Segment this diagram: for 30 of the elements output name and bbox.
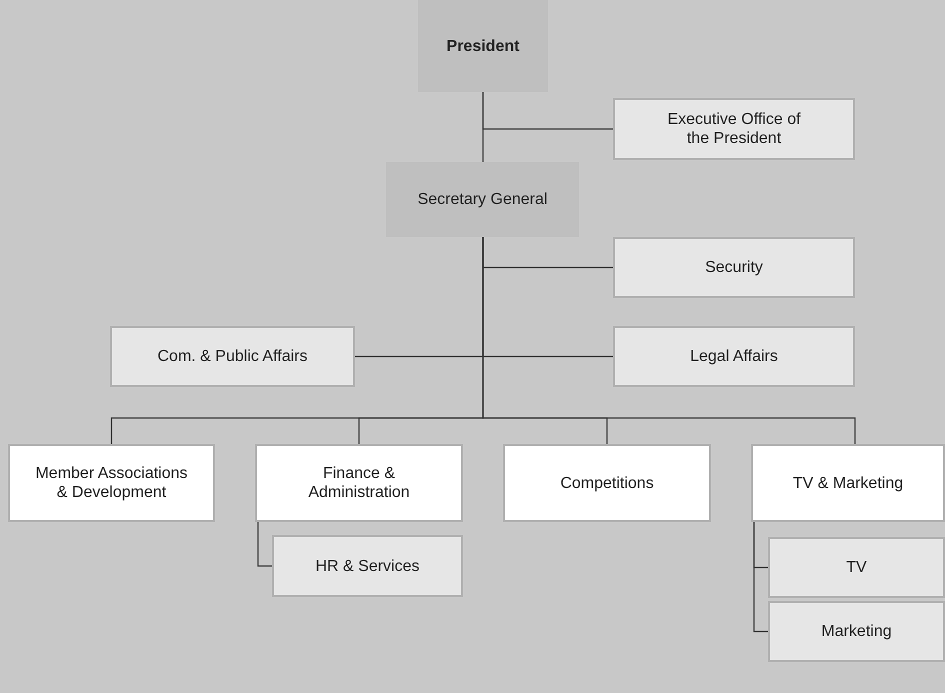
unit-name: President	[446, 36, 520, 56]
unit-box	[751, 444, 945, 522]
unit-name: TV	[845, 558, 868, 577]
title-box	[418, 0, 548, 92]
unit-box	[613, 98, 855, 160]
connector-line	[482, 92, 613, 130]
unit-name: Member Associations & Development	[34, 464, 189, 502]
unit-box	[768, 601, 945, 662]
unit-name: Finance & Administration	[307, 464, 411, 502]
unit-name: Executive Office of the President	[666, 110, 802, 148]
unit-box	[613, 326, 855, 387]
unit-name: Marketing	[820, 622, 893, 641]
unit-box	[255, 444, 463, 522]
unit-name: Com. & Public Affairs	[156, 347, 308, 366]
connector-line	[753, 522, 768, 632]
connector-line	[257, 522, 272, 567]
unit-box	[503, 444, 711, 522]
unit-box	[8, 444, 215, 522]
unit-box	[110, 326, 355, 387]
connector-line	[482, 237, 856, 444]
unit-name: Competitions	[559, 474, 655, 492]
unit-name: Legal Affairs	[689, 347, 779, 366]
unit-box	[613, 237, 855, 298]
unit-name: TV & Marketing	[792, 474, 904, 492]
unit-name: HR & Services	[314, 556, 421, 576]
title-box	[386, 162, 579, 237]
unit-box	[768, 537, 945, 598]
unit-name: Secretary General	[416, 190, 548, 209]
unit-box	[272, 535, 463, 597]
unit-name: Security	[704, 258, 764, 277]
